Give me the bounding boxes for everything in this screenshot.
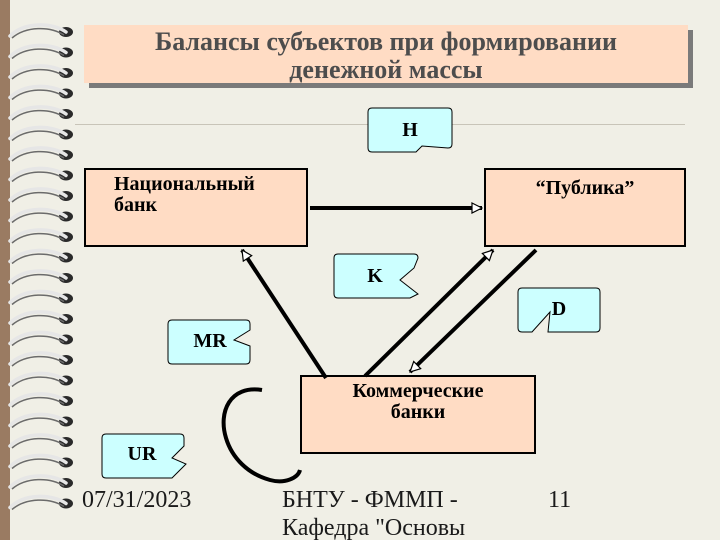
spiral-ring	[8, 125, 73, 142]
arrow-public-to-commercial	[408, 248, 538, 374]
callout-H: H	[367, 107, 453, 153]
spiral-ring	[8, 207, 73, 224]
callout-UR: UR	[101, 433, 187, 479]
spiral-ring	[8, 23, 73, 39]
spiral-ring	[8, 494, 73, 511]
spiral-ring	[8, 146, 73, 162]
footer-organization: БНТУ - ФММП - Кафедра "Основы	[282, 487, 466, 540]
spiral-ring	[8, 84, 73, 101]
loop-arrow-commercial-self	[221, 387, 302, 484]
spiral-ring	[8, 310, 73, 326]
spiral-ring	[8, 392, 73, 408]
arrow-commercial-to-national-bank	[240, 250, 328, 380]
node-commercial-banks: Коммерческие банки	[300, 375, 536, 454]
spiral-ring	[8, 330, 73, 347]
spiral-ring	[8, 43, 73, 60]
spiral-ring	[8, 248, 73, 265]
spiral-ring	[8, 166, 73, 183]
footer-date: 07/31/2023	[82, 487, 192, 513]
spiral-ring	[8, 453, 73, 470]
callout-H-label: H	[402, 119, 418, 141]
footer-page-number: 11	[548, 487, 572, 513]
spiral-binding	[8, 23, 73, 511]
spiral-ring	[8, 433, 73, 449]
node-public-label: “Публика”	[535, 177, 635, 199]
node-national-bank-line-2: банк	[114, 194, 158, 216]
spiral-ring	[8, 228, 73, 244]
node-commercial-banks-line-2: банки	[390, 401, 446, 423]
spiral-ring	[8, 371, 73, 388]
spiral-ring	[8, 105, 73, 121]
node-public: “Публика”	[484, 168, 686, 247]
spiral-ring	[8, 412, 73, 429]
spiral-ring	[8, 289, 73, 306]
callout-D: D	[517, 287, 601, 333]
title-line-1: Балансы субъектов при формировании	[155, 27, 617, 56]
node-national-bank: Национальный банк	[84, 168, 308, 247]
spiral-ring	[8, 474, 73, 490]
callout-K: K	[333, 253, 419, 299]
spiral-ring	[8, 187, 73, 203]
title-line-2: денежной массы	[289, 55, 483, 84]
node-national-bank-line-1: Национальный	[114, 173, 255, 195]
spiral-ring	[8, 269, 73, 285]
node-commercial-banks-line-1: Коммерческие	[352, 380, 484, 402]
callout-D-label: D	[552, 298, 566, 320]
spiral-ring	[8, 351, 73, 367]
callout-UR-label: UR	[128, 443, 157, 465]
callout-MR: MR	[167, 319, 251, 365]
callout-MR-label: MR	[193, 330, 227, 352]
spiral-ring	[8, 64, 73, 80]
title-banner: Балансы субъектов при формировании денеж…	[84, 25, 688, 84]
arrow-commercial-to-public	[363, 248, 495, 378]
callout-K-label: K	[367, 265, 383, 287]
